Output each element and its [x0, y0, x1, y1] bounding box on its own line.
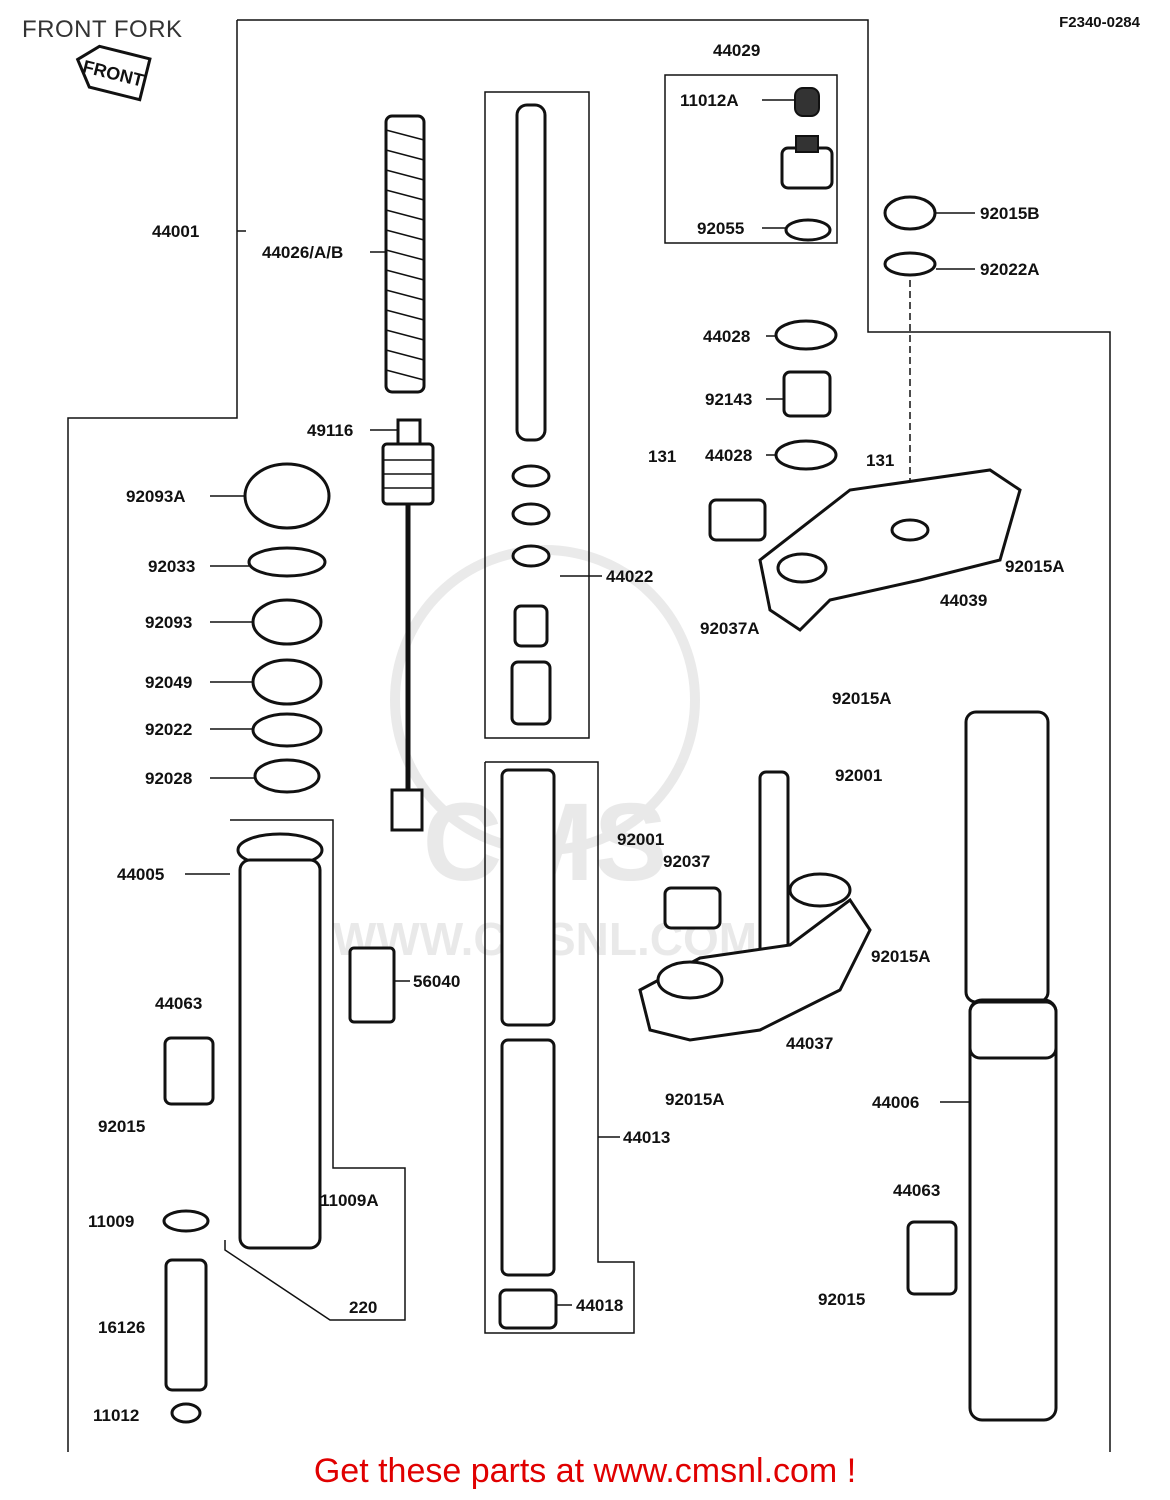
label-92022: 92022 [145, 720, 192, 739]
left-seal-stack [243, 462, 331, 794]
part-labels: 44029 11012A 92055 92015B 92022A 44001 4… [88, 41, 1065, 1425]
label-44029: 44029 [713, 41, 760, 60]
damper-rod [381, 418, 435, 832]
label-44026AB: 44026/A/B [262, 243, 343, 262]
label-92015-left: 92015 [98, 1117, 145, 1136]
label-92015-right: 92015 [818, 1290, 865, 1309]
upper-bracket [708, 468, 1022, 632]
label-44005: 44005 [117, 865, 164, 884]
label-44001: 44001 [152, 222, 199, 241]
label-131-left: 131 [648, 447, 676, 466]
label-92001-right: 92001 [835, 766, 882, 785]
label-44013: 44013 [623, 1128, 670, 1147]
label-92015B: 92015B [980, 204, 1040, 223]
label-220: 220 [349, 1298, 377, 1317]
label-92049: 92049 [145, 673, 192, 692]
label-49116: 49116 [307, 421, 353, 440]
label-92033: 92033 [148, 557, 195, 576]
diagram-title: FRONT FORK [22, 16, 183, 43]
label-92015A-upper: 92015A [1005, 557, 1065, 576]
label-92093A: 92093A [126, 487, 186, 506]
lower-bracket [638, 770, 872, 1042]
fork-spring [384, 114, 426, 394]
shop-link[interactable]: Get these parts at www.cmsnl.com ! [313, 1452, 857, 1490]
label-44028-lower: 44028 [705, 446, 752, 465]
label-131-right: 131 [866, 451, 894, 470]
label-44018: 44018 [576, 1296, 623, 1315]
label-44006: 44006 [872, 1093, 919, 1112]
label-44022: 44022 [606, 567, 653, 586]
leader-lines [185, 99, 975, 1306]
label-44063-right: 44063 [893, 1181, 940, 1200]
front-arrow-icon: FRONT [75, 44, 152, 102]
label-92001-left: 92001 [617, 830, 664, 849]
label-11009: 11009 [88, 1212, 134, 1231]
label-92055: 92055 [697, 219, 744, 238]
label-92093: 92093 [145, 613, 192, 632]
diagram-code: F2340-0284 [1059, 14, 1140, 31]
label-11012: 11012 [93, 1406, 139, 1425]
label-92028: 92028 [145, 769, 192, 788]
label-44037: 44037 [786, 1034, 833, 1053]
label-92022A: 92022A [980, 260, 1040, 279]
label-11009A: 11009A [320, 1191, 379, 1210]
fork-tube [498, 768, 558, 1330]
label-11012A: 11012A [680, 91, 739, 110]
label-16126: 16126 [98, 1318, 145, 1337]
label-44039: 44039 [940, 591, 987, 610]
label-92015A-lower: 92015A [871, 947, 931, 966]
left-small-parts [162, 1036, 215, 1424]
stem-nut [883, 195, 937, 520]
label-92143: 92143 [705, 390, 752, 409]
label-92015A-bottom: 92015A [665, 1090, 725, 1109]
label-44063-left: 44063 [155, 994, 202, 1013]
right-lower-leg [906, 710, 1058, 1422]
label-92037: 92037 [663, 852, 710, 871]
fork-inner-tube [510, 103, 552, 726]
left-lower-leg [236, 832, 396, 1250]
fork-cap [780, 87, 834, 242]
label-44028-upper: 44028 [703, 327, 750, 346]
label-92037A: 92037A [700, 619, 760, 638]
steering-bearings [774, 319, 838, 471]
label-92015A-bracket: 92015A [832, 689, 892, 708]
label-56040: 56040 [413, 972, 460, 991]
group-outlines [67, 19, 1111, 1452]
